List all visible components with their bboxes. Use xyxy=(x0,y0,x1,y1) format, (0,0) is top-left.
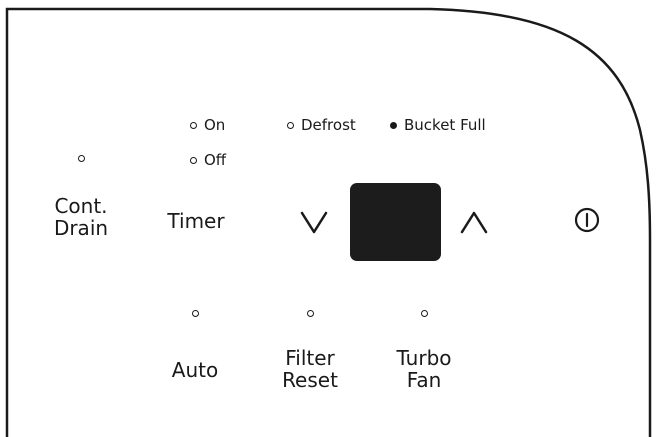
filter-reset-label-line2: Reset xyxy=(282,368,338,392)
timer-off-label: Off xyxy=(204,151,227,169)
filter-reset-label-line1: Filter xyxy=(285,346,335,370)
turbo-fan-label-line1: Turbo xyxy=(396,346,452,370)
defrost-led xyxy=(287,122,294,129)
timer-button[interactable]: Timer xyxy=(161,210,231,232)
timer-off-led xyxy=(190,157,197,164)
defrost-indicator: Defrost xyxy=(287,118,356,133)
digital-display xyxy=(350,183,441,261)
turbo-fan-led xyxy=(420,310,428,317)
cont-drain-label-line2: Drain xyxy=(53,216,109,240)
chevron-up-icon[interactable] xyxy=(459,208,489,236)
auto-label: Auto xyxy=(171,358,219,382)
cont-drain-label-line1: Cont. xyxy=(54,194,108,218)
cont-drain-led xyxy=(77,155,85,162)
chevron-down-icon[interactable] xyxy=(299,208,329,236)
timer-on-label: On xyxy=(204,116,226,134)
defrost-label: Defrost xyxy=(301,116,356,134)
bucket-full-led xyxy=(390,122,397,129)
filter-reset-label: Filter Reset xyxy=(282,347,338,391)
turbo-fan-label-line2: Fan xyxy=(406,368,442,392)
turbo-fan-button[interactable]: Turbo Fan xyxy=(384,310,464,391)
timer-on-indicator: On xyxy=(190,118,225,133)
cont-drain-label: Cont. Drain xyxy=(54,195,108,239)
power-icon[interactable] xyxy=(574,207,600,233)
timer-on-led xyxy=(190,122,197,129)
auto-led xyxy=(191,310,199,317)
timer-label: Timer xyxy=(167,209,225,233)
turbo-fan-label: Turbo Fan xyxy=(396,347,451,391)
bucket-full-indicator: Bucket Full xyxy=(390,118,486,133)
auto-button[interactable]: Auto xyxy=(160,310,230,381)
filter-reset-button[interactable]: Filter Reset xyxy=(270,310,350,391)
cont-drain-button[interactable]: Cont. Drain xyxy=(41,155,121,239)
filter-reset-led xyxy=(306,310,314,317)
bucket-full-label: Bucket Full xyxy=(404,116,486,134)
timer-off-indicator: Off xyxy=(190,153,226,168)
